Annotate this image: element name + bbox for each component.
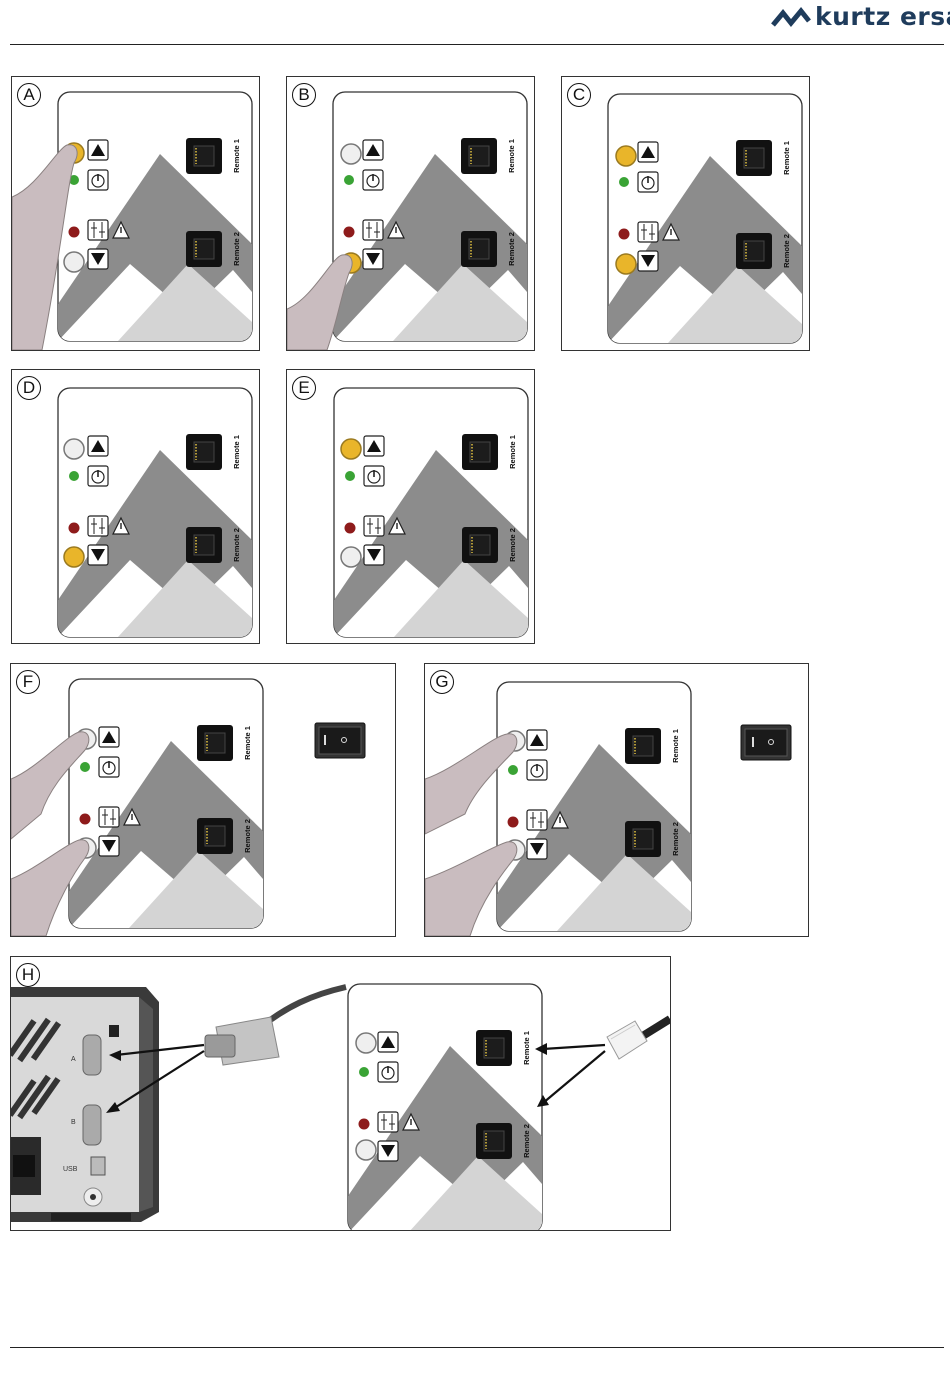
header-rule [10, 44, 944, 45]
figure-label: D [17, 376, 41, 400]
up-led-button-white[interactable] [64, 439, 84, 459]
figure-e: E [286, 369, 535, 644]
down-led-button-yellow[interactable] [64, 547, 84, 567]
brand-name: kurtz ersa [815, 2, 950, 31]
down-led-button-white[interactable] [356, 1140, 376, 1160]
figure-label: C [567, 83, 591, 107]
port-b-label: B [71, 1119, 76, 1126]
connection-diagram: A B USB [11, 957, 670, 1230]
up-led-button-white[interactable] [356, 1033, 376, 1053]
footer-rule [10, 1347, 944, 1348]
port-a-label: A [71, 1056, 76, 1063]
control-panel-c [562, 77, 809, 350]
figure-f: F [10, 663, 396, 937]
control-panel-d [12, 370, 259, 643]
usb-label: USB [63, 1166, 78, 1173]
up-led-button-yellow[interactable] [341, 439, 361, 459]
control-panel-e [287, 370, 534, 643]
control-panel-a [12, 77, 259, 350]
figure-b: B [286, 76, 535, 351]
usb-port-icon [91, 1157, 105, 1175]
figure-label: A [17, 83, 41, 107]
figure-h: A B USB [10, 956, 671, 1231]
port-b-icon [83, 1105, 101, 1145]
power-switch-icon[interactable] [315, 723, 365, 758]
control-panel-b [287, 77, 534, 350]
control-panel-g [425, 664, 808, 936]
down-led-button-white[interactable] [64, 252, 84, 272]
figure-a: A [11, 76, 260, 351]
device-rear-panel: A B USB [11, 987, 159, 1222]
figure-label: G [430, 670, 454, 694]
figure-d: D [11, 369, 260, 644]
db9-cable-connector-icon [205, 987, 346, 1065]
figure-label: F [16, 670, 40, 694]
brand-mark-icon [771, 3, 811, 33]
down-led-button-yellow[interactable] [616, 254, 636, 274]
figure-label: E [292, 376, 316, 400]
up-led-button-white[interactable] [341, 144, 361, 164]
brand-logo: kurtz ersa [769, 0, 944, 34]
figure-g: G [424, 663, 809, 937]
down-led-button-white[interactable] [341, 547, 361, 567]
figure-c: C [561, 76, 810, 351]
port-a-icon [83, 1035, 101, 1075]
rj-plug-cable-icon [607, 1019, 670, 1059]
figure-label: B [292, 83, 316, 107]
control-panel-f [11, 664, 395, 936]
up-led-button-yellow[interactable] [616, 146, 636, 166]
power-switch-icon[interactable] [741, 725, 791, 760]
figure-label: H [16, 963, 40, 987]
